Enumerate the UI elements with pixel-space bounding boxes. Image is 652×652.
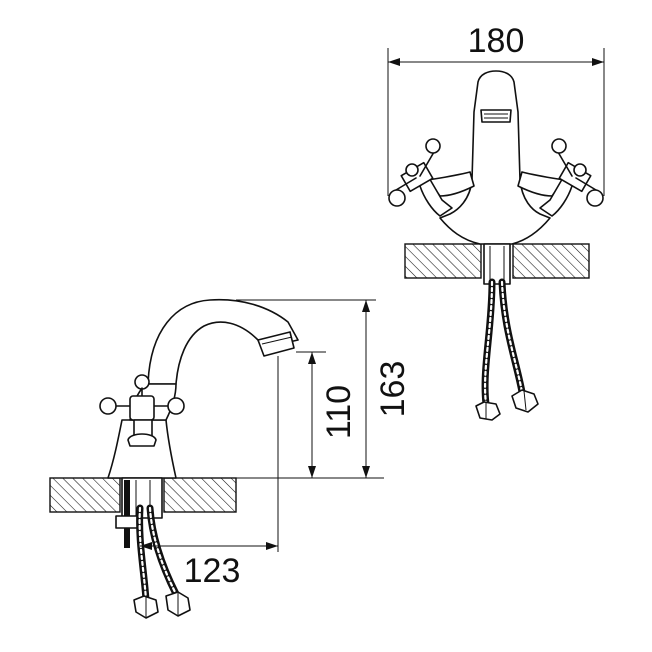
dimension-height-outlet: 110 — [296, 351, 358, 478]
side-faucet-body — [107, 419, 177, 479]
dimension-reach-label: 123 — [184, 552, 241, 590]
side-countertop-right — [163, 477, 237, 513]
side-hose-right — [146, 504, 180, 598]
front-spout-nozzle — [480, 109, 512, 123]
dimension-height-total: 163 — [236, 299, 412, 479]
front-right-handle — [551, 138, 604, 207]
front-hose-nut-right — [511, 389, 539, 413]
dimension-width-top: 180 — [387, 22, 605, 196]
side-hose-nut-left — [133, 595, 159, 619]
front-countertop-right — [512, 243, 590, 279]
side-view: 163 110 123 — [49, 298, 412, 619]
front-right-arm-collar — [539, 175, 573, 217]
dimension-reach: 123 — [140, 356, 279, 590]
front-left-arm-collar — [419, 175, 453, 217]
front-left-handle — [388, 138, 441, 207]
side-spout-tip — [257, 331, 295, 357]
side-hose-nut-right — [165, 591, 191, 617]
dimension-height-total-label: 163 — [374, 361, 412, 418]
front-hose-nut-left — [475, 401, 501, 421]
side-mounting-nut — [115, 515, 139, 529]
side-handle — [99, 374, 185, 447]
front-faucet-body — [439, 70, 551, 245]
dimension-width-top-label: 180 — [468, 22, 525, 60]
dimension-height-outlet-label: 110 — [320, 385, 358, 439]
front-view: 180 — [387, 22, 605, 421]
front-shank — [483, 243, 511, 285]
side-spout — [147, 298, 299, 385]
side-countertop-left — [49, 477, 121, 513]
front-countertop-left — [404, 243, 482, 279]
